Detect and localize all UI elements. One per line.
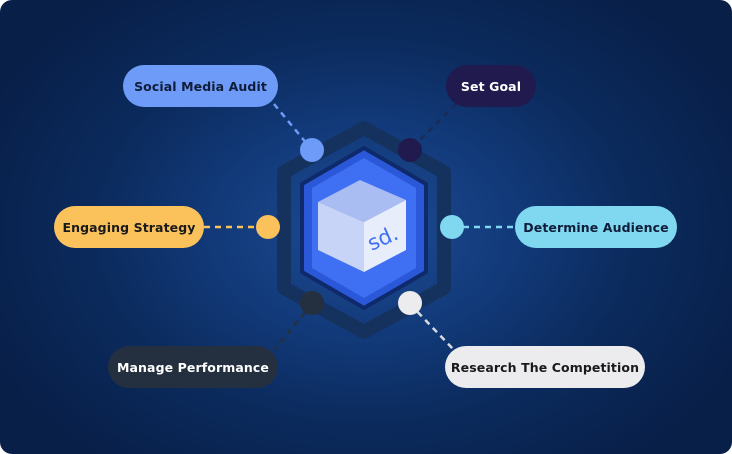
cube-front-face bbox=[318, 202, 364, 272]
dot-engaging-strategy bbox=[256, 215, 280, 239]
node-manage-performance: Manage Performance bbox=[108, 346, 278, 388]
dot-manage-performance bbox=[300, 291, 324, 315]
node-social-media-audit: Social Media Audit bbox=[123, 65, 278, 107]
dot-determine-audience bbox=[440, 215, 464, 239]
cube-top-face bbox=[318, 180, 406, 222]
cube-side-face bbox=[364, 200, 406, 272]
dot-social-media-audit bbox=[300, 138, 324, 162]
connector-manage-performance bbox=[273, 303, 313, 351]
dot-research-competition bbox=[398, 291, 422, 315]
node-set-goal: Set Goal bbox=[446, 65, 536, 107]
node-engaging-strategy: Engaging Strategy bbox=[54, 206, 204, 248]
node-determine-audience: Determine Audience bbox=[515, 206, 677, 248]
outer-hexagon bbox=[277, 121, 451, 339]
node-research-competition: Research The Competition bbox=[445, 346, 645, 388]
dot-set-goal bbox=[398, 138, 422, 162]
